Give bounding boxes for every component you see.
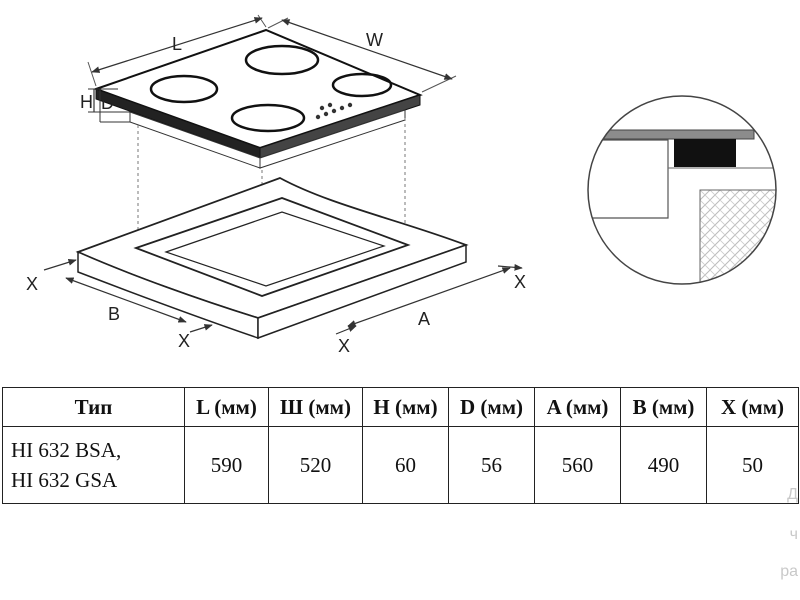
model-name-2: HI 632 GSA (11, 468, 118, 492)
detail-cabinet-wall (699, 189, 776, 284)
hob-glass-edge-right (259, 94, 421, 159)
watermark-line-1: Д (787, 486, 798, 503)
cutout-inner (164, 211, 386, 287)
dimension-X-label-left: X (26, 274, 38, 294)
cell-B: 490 (620, 426, 707, 504)
watermark-line-3: ра (780, 563, 798, 580)
detail-hob-body (674, 139, 736, 167)
cell-A: 560 (534, 426, 621, 504)
burner-front (230, 103, 306, 133)
detail-countertop (588, 139, 669, 219)
dimension-H-D: H D (80, 88, 130, 123)
dimension-L: L (87, 14, 267, 87)
countertop (75, 177, 469, 340)
table-row: HI 632 BSA, HI 632 GSA 590 520 60 56 560… (2, 426, 799, 504)
header-B: B (мм) (620, 387, 707, 427)
detail-hob-glass (588, 129, 755, 140)
hob-installation-diagram: L W H D B A (26, 14, 777, 356)
dimension-H-label: H (80, 92, 93, 112)
cell-D: 56 (448, 426, 535, 504)
dimension-X: X X X X (26, 259, 526, 356)
header-D: D (мм) (448, 387, 535, 427)
dimension-D-label: D (101, 93, 114, 113)
header-W: Ш (мм) (268, 387, 363, 427)
header-L: L (мм) (184, 387, 269, 427)
cell-type: HI 632 BSA, HI 632 GSA (2, 426, 185, 504)
header-A: A (мм) (534, 387, 621, 427)
dimension-A-label: A (418, 309, 430, 329)
cell-W: 520 (268, 426, 363, 504)
cell-H: 60 (362, 426, 449, 504)
hob (92, 28, 423, 169)
burner-left (149, 74, 219, 104)
cell-X: 50 (706, 426, 799, 504)
specification-table: Тип L (мм) Ш (мм) H (мм) D (мм) A (мм) B… (2, 387, 799, 504)
dimension-L-label: L (172, 34, 182, 54)
watermark-line-2: ч (789, 526, 798, 543)
cell-L: 590 (184, 426, 269, 504)
header-X: X (мм) (706, 387, 799, 427)
dimension-X-label-bottom-right: X (338, 336, 350, 356)
dimension-B: B (65, 277, 187, 324)
header-type: Тип (2, 387, 185, 427)
control-panel (315, 102, 353, 120)
header-H: H (мм) (362, 387, 449, 427)
dimension-X-label-bottom-left: X (178, 331, 190, 351)
dimension-W: W (267, 17, 457, 93)
table-header-row: Тип L (мм) Ш (мм) H (мм) D (мм) A (мм) B… (2, 387, 799, 427)
dimension-A: A (347, 267, 511, 329)
dimension-W-label: W (366, 30, 383, 50)
dimension-X-label-right: X (514, 272, 526, 292)
model-name-1: HI 632 BSA, (11, 438, 122, 462)
dimension-B-label: B (108, 304, 120, 324)
detail-view (587, 95, 777, 285)
